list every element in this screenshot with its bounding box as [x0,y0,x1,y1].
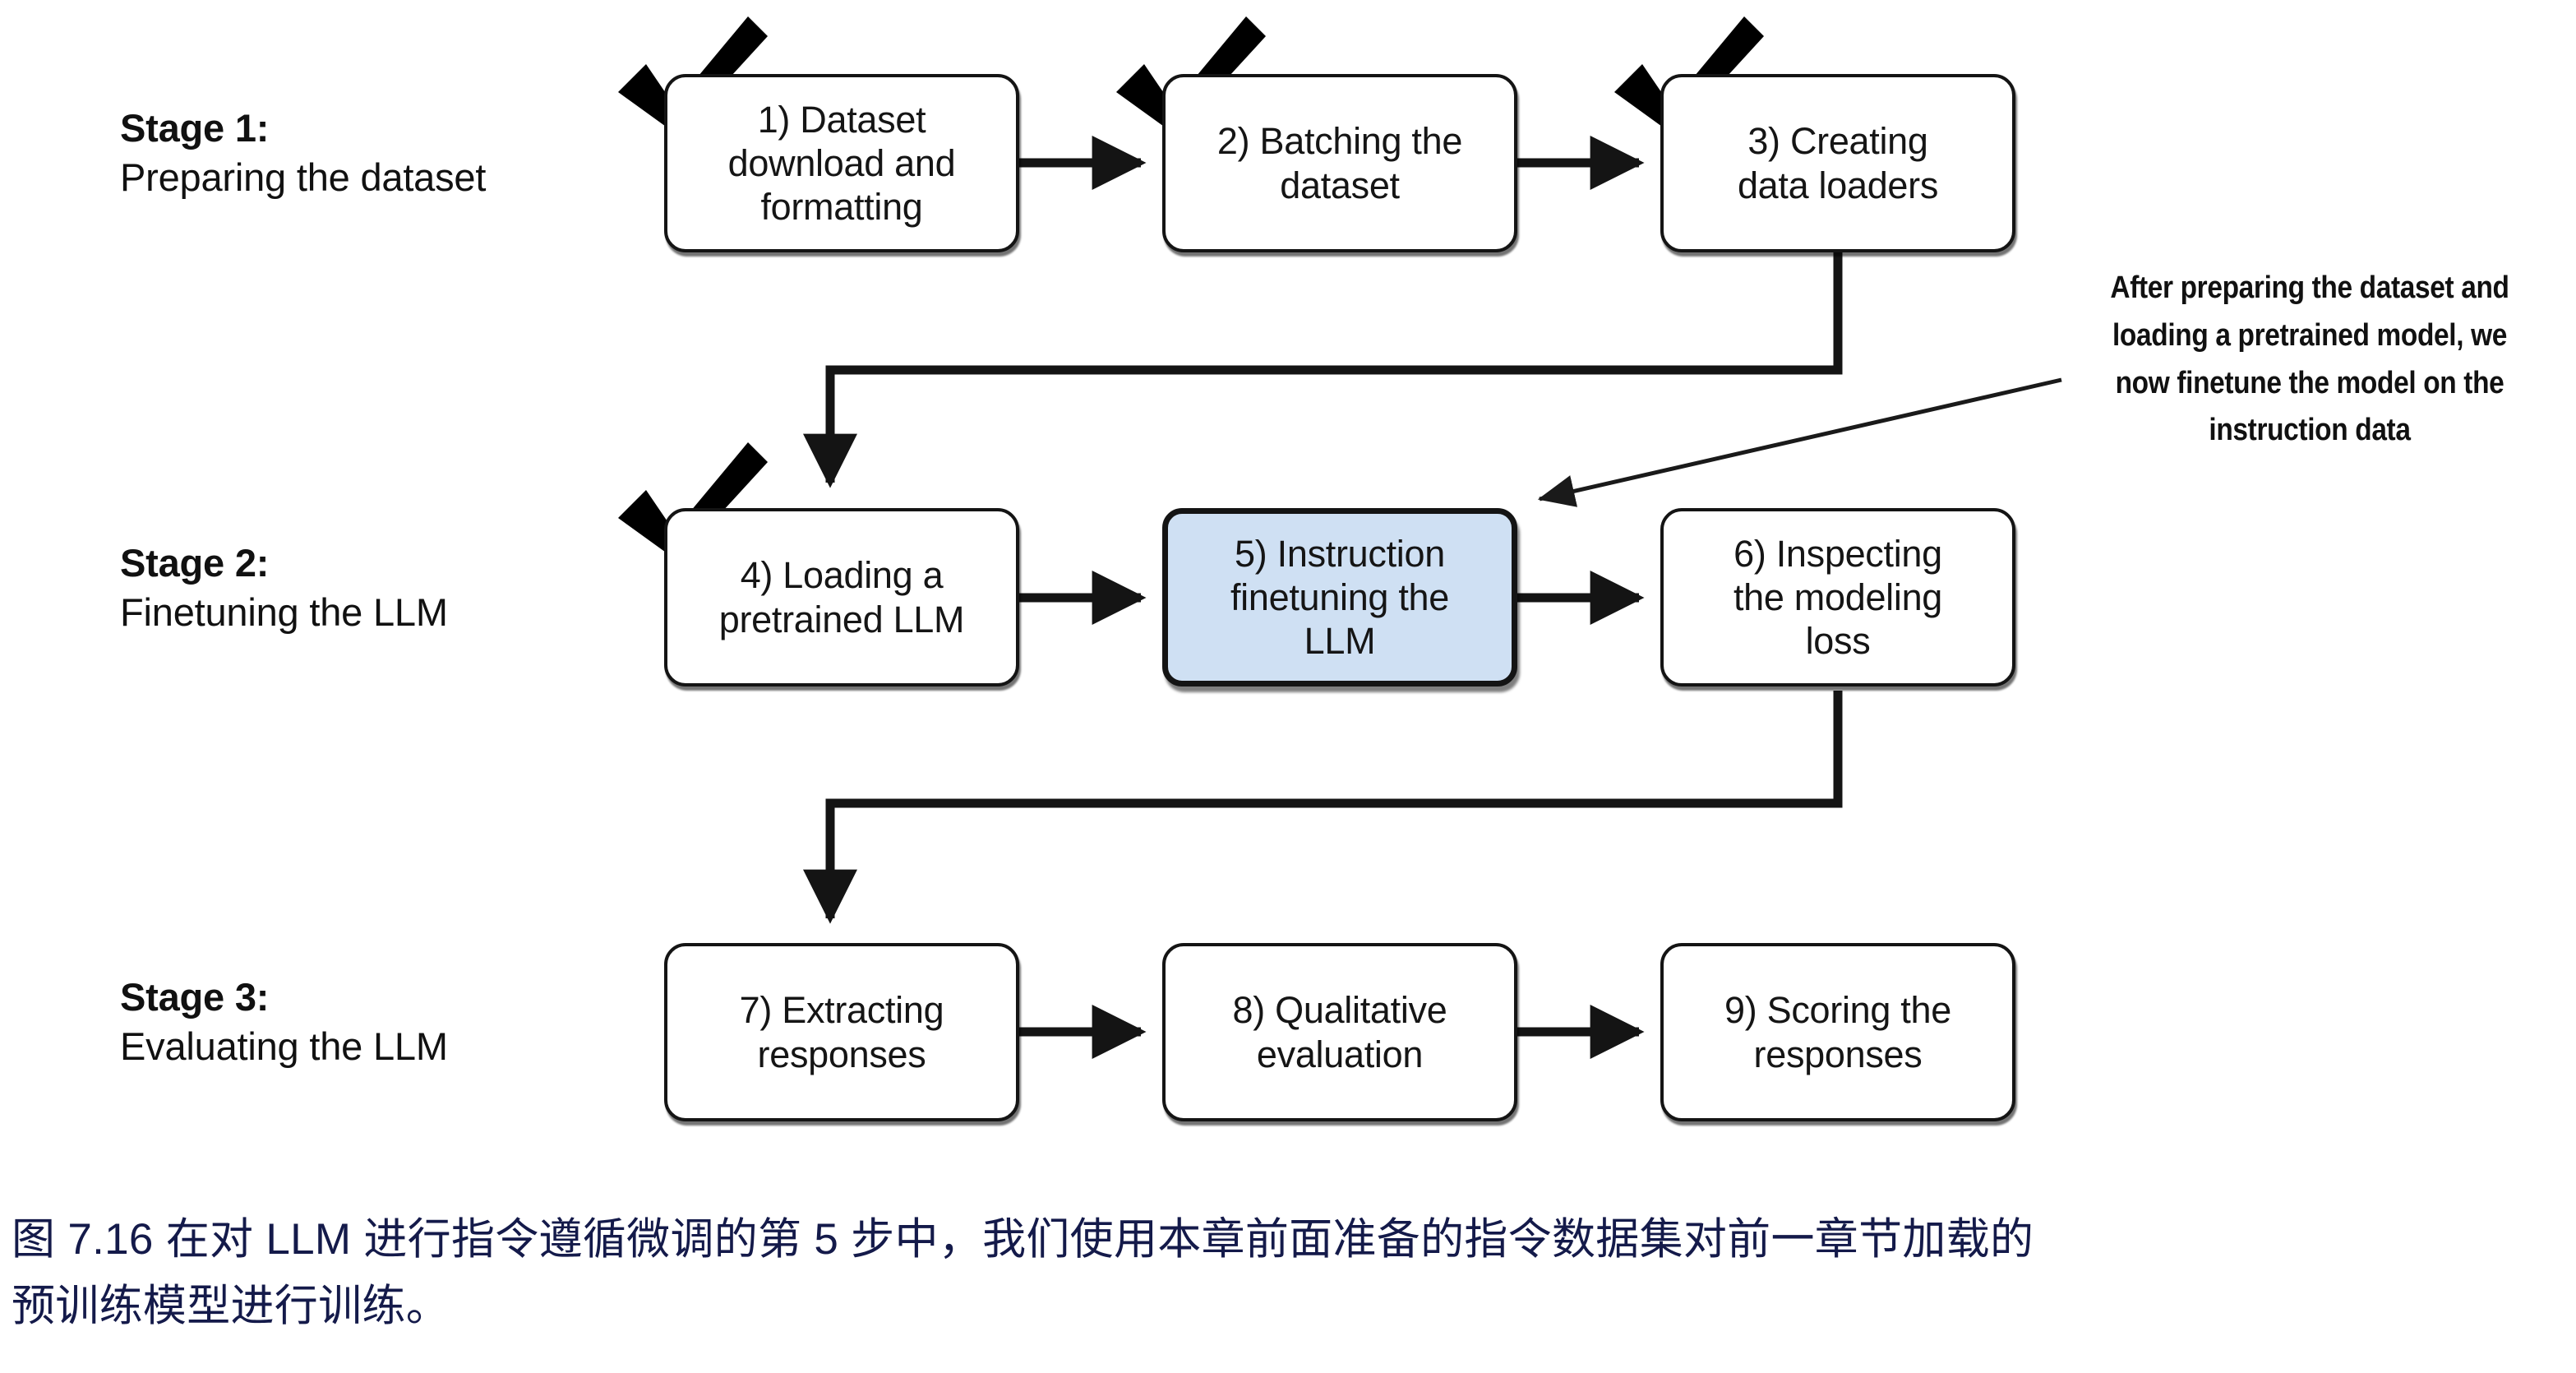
step-box-5[interactable]: 5) Instruction finetuning the LLM [1162,508,1517,686]
annotation-line-2: loading a pretrained model, we [2112,317,2507,353]
step-4-line1: 4) Loading a [740,554,944,597]
step-box-4[interactable]: 4) Loading a pretrained LLM [664,508,1019,686]
step-1-line1: 1) Dataset [757,98,926,141]
step-3-line1: 3) Creating [1747,120,1928,163]
stage-2-description: Finetuning the LLM [120,590,448,635]
step-2-line2: dataset [1280,164,1400,206]
annotation-line-4: instruction data [2209,413,2411,448]
annotation-leader-arrow [1537,377,2062,507]
step-7-line2: responses [757,1033,926,1075]
checkmark-icon-step4 [618,442,768,561]
step-box-2[interactable]: 2) Batching the dataset [1162,74,1517,252]
step-4-line2: pretrained LLM [718,598,965,640]
stage-label-3: Stage 3: Evaluating the LLM [120,973,448,1071]
annotation-line-1: After preparing the dataset and [2110,270,2509,305]
figure-caption: 图 7.16 在对 LLM 进行指令遵循微调的第 5 步中，我们使用本章前面准备… [12,1207,2568,1339]
stage-1-description: Preparing the dataset [120,155,487,200]
step-5-line1: 5) Instruction [1235,532,1445,575]
annotation-line-3: now finetune the model on the [2115,365,2504,400]
elbow-stage1-to-stage2 [803,252,1843,488]
step-6-line1: 6) Inspecting [1733,532,1942,575]
step-8-line1: 8) Qualitative [1232,989,1447,1032]
step-box-3[interactable]: 3) Creating data loaders [1660,74,2015,252]
step-3-line2: data loaders [1737,164,1939,206]
caption-line-1: 图 7.16 在对 LLM 进行指令遵循微调的第 5 步中，我们使用本章前面准备… [12,1215,2034,1264]
checkmark-icon-step1 [618,16,768,135]
step-6-line2: the modeling [1733,576,1943,618]
stage-label-2: Stage 2: Finetuning the LLM [120,539,448,637]
step-6-line3: loss [1805,620,1871,663]
caption-line-2: 预训练模型进行训练。 [12,1281,450,1330]
step-2-line1: 2) Batching the [1216,120,1463,163]
step-box-6[interactable]: 6) Inspecting the modeling loss [1660,508,2015,686]
stage-label-1: Stage 1: Preparing the dataset [120,104,486,202]
checkmark-icon-step2 [1116,16,1266,135]
elbow-stage2-to-stage3 [803,691,1843,924]
stage-2-title: Stage 2: [120,541,270,585]
step-1-line2: download and [727,141,956,184]
checkmark-icon-step3 [1614,16,1764,135]
step-8-line2: evaluation [1256,1033,1424,1075]
step-5-line3: LLM [1304,620,1376,663]
step-1-line3: formatting [760,186,923,229]
step-5-line2: finetuning the [1230,576,1450,618]
stage-1-title: Stage 1: [120,106,270,150]
step-7-line1: 7) Extracting [739,989,944,1032]
step-box-7[interactable]: 7) Extracting responses [664,943,1019,1121]
step-box-8[interactable]: 8) Qualitative evaluation [1162,943,1517,1121]
stage-3-description: Evaluating the LLM [120,1024,448,1069]
step-9-line1: 9) Scoring the [1724,989,1951,1032]
step-box-9[interactable]: 9) Scoring the responses [1660,943,2015,1121]
annotation-text: After preparing the dataset and loading … [2078,265,2541,455]
step-9-line2: responses [1753,1033,1923,1075]
stage-3-title: Stage 3: [120,975,270,1019]
step-box-1[interactable]: 1) Dataset download and formatting [664,74,1019,252]
